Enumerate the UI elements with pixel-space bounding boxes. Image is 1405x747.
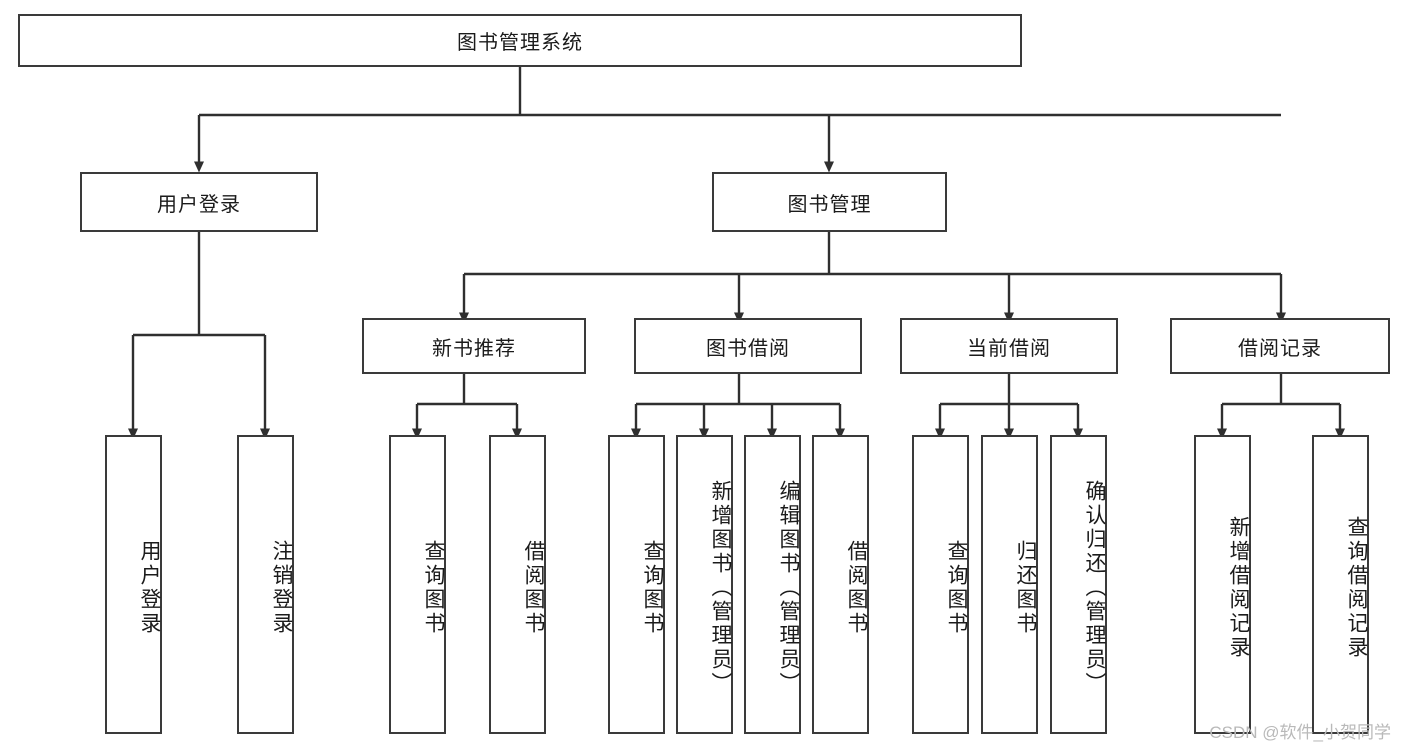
- node-label: 新增借阅记录: [1227, 515, 1250, 660]
- leaf-logout-login[interactable]: 注销登录: [237, 435, 294, 734]
- leaf-add-book[interactable]: 新增图书（管理员）: [676, 435, 733, 734]
- node-label: 编辑图书（管理员）: [777, 479, 800, 696]
- node-label: 新书推荐: [432, 337, 516, 360]
- node-root[interactable]: 图书管理系统: [18, 14, 1022, 67]
- node-label: 当前借阅: [967, 337, 1051, 360]
- node-label: 查询图书: [641, 539, 664, 636]
- node-label: 借阅图书: [845, 539, 868, 636]
- leaf-query-book-2[interactable]: 查询图书: [608, 435, 665, 734]
- node-label: 查询借阅记录: [1345, 515, 1368, 660]
- node-book-manage[interactable]: 图书管理: [712, 172, 947, 232]
- node-label: 图书管理系统: [457, 32, 583, 54]
- node-label: 注销登录: [270, 539, 293, 636]
- leaf-user-login[interactable]: 用户登录: [105, 435, 162, 734]
- node-label: 查询图书: [945, 539, 968, 636]
- node-book-borrow[interactable]: 图书借阅: [634, 318, 862, 374]
- node-label: 归还图书: [1014, 539, 1037, 636]
- node-label: 借阅图书: [522, 539, 545, 636]
- leaf-query-record[interactable]: 查询借阅记录: [1312, 435, 1369, 734]
- node-label: 图书管理: [787, 193, 872, 216]
- node-label: 新增图书（管理员）: [709, 479, 732, 696]
- leaf-edit-book[interactable]: 编辑图书（管理员）: [744, 435, 801, 734]
- leaf-borrow-book-2[interactable]: 借阅图书: [812, 435, 869, 734]
- node-borrow-record[interactable]: 借阅记录: [1170, 318, 1390, 374]
- leaf-return-book[interactable]: 归还图书: [981, 435, 1038, 734]
- node-current-borrow[interactable]: 当前借阅: [900, 318, 1118, 374]
- node-user-login[interactable]: 用户登录: [80, 172, 318, 232]
- leaf-query-book-3[interactable]: 查询图书: [912, 435, 969, 734]
- leaf-confirm-return[interactable]: 确认归还（管理员）: [1050, 435, 1107, 734]
- node-label: 借阅记录: [1238, 337, 1322, 360]
- node-label: 图书借阅: [706, 337, 790, 360]
- node-label: 确认归还（管理员）: [1083, 479, 1106, 696]
- node-new-book-recommend[interactable]: 新书推荐: [362, 318, 586, 374]
- node-label: 用户登录: [138, 539, 161, 636]
- node-label: 查询图书: [422, 539, 445, 636]
- leaf-borrow-book-1[interactable]: 借阅图书: [489, 435, 546, 734]
- csdn-watermark: CSDN @软件_小贺同学: [1209, 723, 1391, 742]
- leaf-query-book-1[interactable]: 查询图书: [389, 435, 446, 734]
- leaf-add-record[interactable]: 新增借阅记录: [1194, 435, 1251, 734]
- node-label: 用户登录: [157, 193, 241, 216]
